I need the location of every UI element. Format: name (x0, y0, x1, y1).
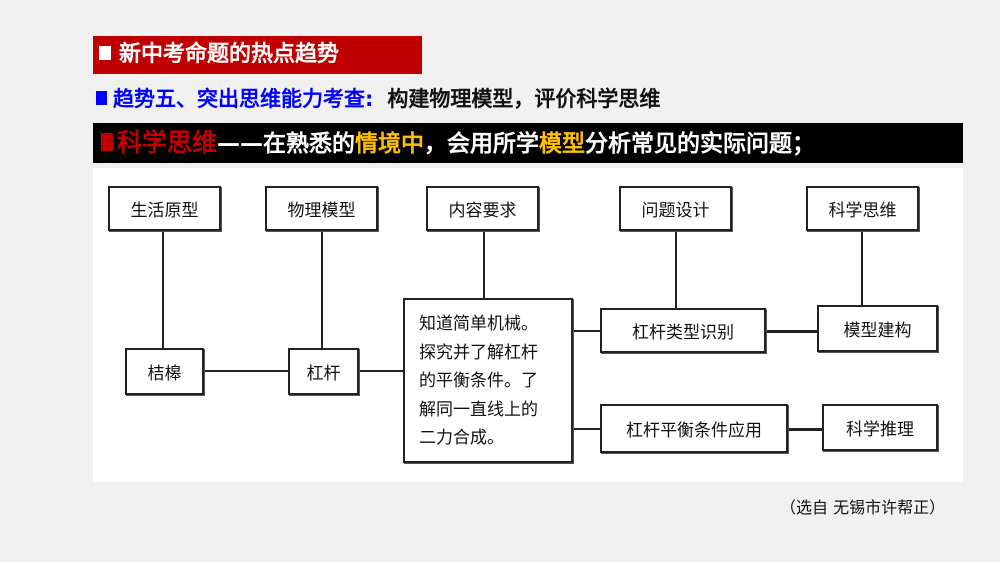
connector-line (861, 230, 863, 305)
header-box-model: 物理模型 (265, 186, 378, 231)
thinking-box-reasoning: 科学推理 (822, 404, 938, 451)
trend-label: 趋势五、突出思维能力考查: (113, 87, 374, 111)
connector-line (483, 230, 485, 298)
banner-text: ，会用所学 (424, 131, 540, 157)
header-box-prototype: 生活原型 (108, 186, 221, 231)
section-title-text: 新中考命题的热点趋势 (119, 42, 340, 67)
banner-text: 分析常见的实际问题； (585, 131, 816, 157)
design-box-lever-type: 杠杆类型识别 (600, 308, 766, 353)
requirement-line: 的平衡条件。了 (419, 371, 538, 391)
prototype-box: 桔槔 (125, 348, 204, 395)
source-note: （选自 无锡市许帮正） (780, 498, 946, 517)
requirement-line: 探究并了解杠杆 (419, 342, 538, 363)
header-box-design: 问题设计 (619, 186, 732, 231)
connector-line (358, 370, 403, 372)
banner-keyword: 科学思维 (117, 128, 218, 157)
square-bullet-icon (99, 46, 111, 60)
connector-line (675, 230, 677, 308)
banner-text: ——在熟悉的 (217, 131, 356, 157)
thinking-box-modeling: 模型建构 (817, 305, 938, 352)
header-box-thinking: 科学思维 (806, 186, 919, 231)
model-box: 杠杆 (288, 348, 359, 395)
requirement-line: 解同一直线上的 (419, 399, 538, 420)
connector-line (787, 428, 822, 431)
connector-line (321, 230, 323, 348)
section-title: 新中考命题的热点趋势 (93, 36, 422, 74)
banner-highlight: 模型 (539, 131, 586, 157)
trend-line: 趋势五、突出思维能力考查: 构建物理模型，评价科学思维 (96, 82, 660, 116)
connector-line (162, 230, 164, 348)
requirement-box: 知道简单机械。 探究并了解杠杆 的平衡条件。了 解同一直线上的 二力合成。 (403, 298, 573, 463)
requirement-line: 知道简单机械。 (419, 314, 538, 334)
concept-diagram: 生活原型 物理模型 内容要求 问题设计 科学思维 桔槔 杠杆 知道简单机械。 探… (93, 168, 963, 482)
connector-line (765, 330, 817, 333)
trend-text: 构建物理模型，评价科学思维 (387, 87, 661, 111)
requirement-line: 二力合成。 (419, 428, 504, 448)
science-thinking-banner: 科学思维——在熟悉的情境中，会用所学模型分析常见的实际问题； (93, 123, 963, 163)
design-box-lever-balance: 杠杆平衡条件应用 (600, 404, 788, 453)
connector-line (203, 370, 288, 372)
banner-highlight: 情境中 (355, 131, 425, 157)
square-bullet-icon (96, 91, 107, 105)
header-box-requirement: 内容要求 (426, 186, 539, 231)
connector-line (572, 428, 600, 430)
connector-line (572, 330, 600, 332)
square-bullet-icon (101, 132, 113, 151)
